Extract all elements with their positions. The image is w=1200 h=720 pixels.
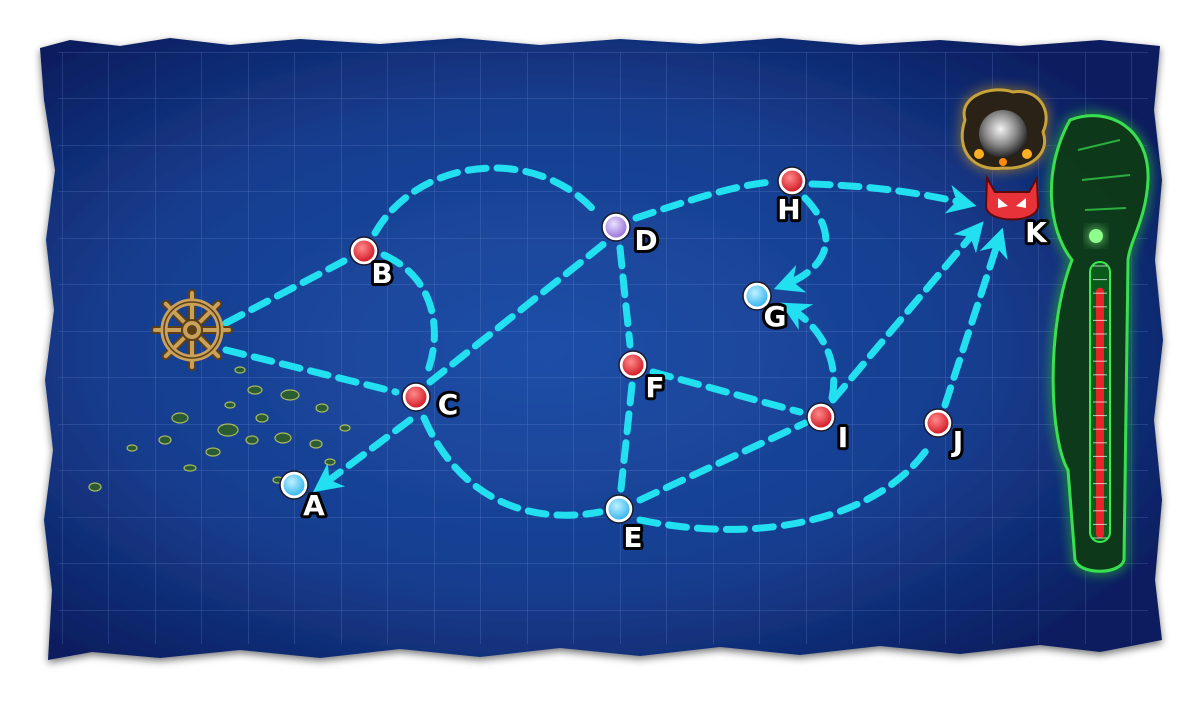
route-c-a (312, 416, 414, 493)
boss-devil-icon[interactable] (984, 174, 1040, 221)
node-label-a: A (303, 489, 325, 522)
abyssal-boss-icon (960, 88, 1048, 170)
route-d-f (616, 244, 634, 349)
route-e-i (636, 419, 809, 504)
node-label-k: K (1025, 216, 1048, 249)
node-label-d: D (634, 224, 657, 257)
boss-hp-fill (1096, 287, 1104, 538)
node-battle-marker (927, 412, 949, 434)
map-node-i[interactable]: I (806, 402, 851, 457)
node-label-b: B (371, 257, 392, 290)
node-label-g: G (764, 300, 787, 333)
nodes-layer: A B C D E F G H I J K (279, 166, 1051, 557)
node-empty-marker (608, 498, 630, 520)
map-node-g[interactable]: G (742, 281, 789, 336)
node-battle-marker (405, 386, 427, 408)
map-node-e[interactable]: E (604, 494, 646, 557)
node-empty-marker (283, 474, 305, 496)
node-label-j: J (951, 425, 963, 458)
gauge-ticks (1093, 265, 1107, 539)
node-empty-marker (746, 285, 768, 307)
node-battle-marker (810, 406, 832, 428)
map-node-h[interactable]: H (774, 166, 807, 229)
ship-wheel-icon[interactable] (151, 289, 233, 371)
route-b-d (371, 164, 602, 237)
map-node-a[interactable]: A (279, 470, 328, 525)
route-d-h (632, 178, 776, 222)
node-special-marker (605, 216, 627, 238)
node-label-f: F (645, 371, 664, 404)
route-e-j (636, 441, 934, 533)
map-node-c[interactable]: C (401, 382, 461, 424)
node-label-i: I (838, 421, 848, 454)
route-c-d (426, 239, 609, 386)
node-label-h: H (777, 193, 800, 226)
route-b-c (380, 251, 438, 382)
node-battle-marker (622, 354, 644, 376)
map-node-b[interactable]: B (349, 236, 396, 293)
route-h-g (773, 194, 830, 293)
node-label-c: C (438, 388, 459, 421)
node-battle-marker (353, 240, 375, 262)
route-f-e (617, 381, 636, 493)
route-h-k (808, 180, 977, 214)
map-node-k[interactable]: K (1022, 213, 1051, 252)
route-j-k (941, 227, 1008, 409)
route-i-k (829, 221, 984, 404)
route-start-c (222, 346, 400, 396)
route-c-e (420, 414, 604, 519)
node-label-e: E (623, 521, 642, 554)
map-node-d[interactable]: D (601, 212, 661, 260)
node-battle-marker (781, 170, 803, 192)
routes-layer (222, 164, 1008, 533)
route-f-i (649, 368, 804, 416)
route-i-g (780, 302, 838, 402)
boss-hp-gauge-icon (1049, 114, 1150, 573)
route-start-b (222, 257, 348, 327)
island-cluster (88, 366, 351, 492)
map-node-j[interactable]: J (923, 408, 966, 461)
gauge-light (1089, 229, 1103, 243)
map-node-f[interactable]: F (618, 350, 668, 407)
